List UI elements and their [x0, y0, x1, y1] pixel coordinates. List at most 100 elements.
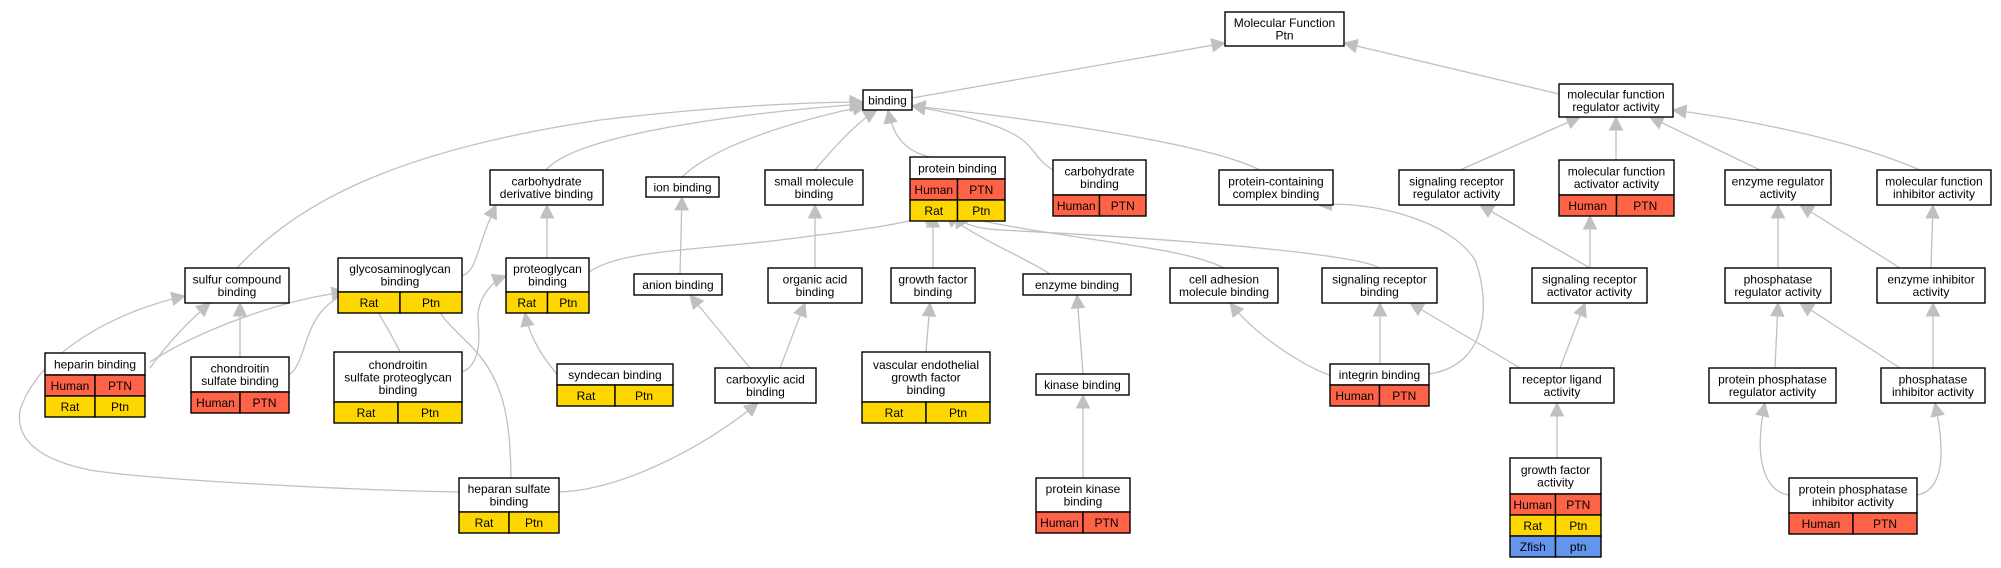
edge-syndecan-to-proteoglycan: [520, 311, 561, 379]
arrowhead-icon: [807, 203, 823, 219]
arrowhead-icon: [194, 302, 211, 318]
arrowhead-icon: [689, 294, 705, 311]
term-title-box: [861, 351, 991, 403]
term-title-box: [1321, 267, 1438, 304]
term-label: protein phosphatase: [1799, 483, 1908, 497]
gene-label: PTN: [1566, 498, 1590, 512]
term-title-box: [1169, 267, 1279, 304]
edge-proteoglycan-to-protein: [588, 210, 939, 273]
term-label: activity: [1544, 385, 1581, 399]
edge-line: [681, 105, 867, 178]
term-label: ion binding: [653, 180, 711, 194]
term-label: anion binding: [642, 278, 713, 292]
term-label: chondroitin: [211, 362, 270, 376]
arrowhead-icon: [910, 100, 927, 115]
arrowhead-icon: [1582, 214, 1598, 230]
term-label: protein-containing: [1228, 175, 1323, 189]
term-label: activity: [1913, 285, 1950, 299]
species-label: Rat: [360, 296, 379, 310]
term-node-ion[interactable]: ion binding: [645, 176, 720, 198]
term-node-binding[interactable]: binding: [862, 89, 913, 111]
edge-carbox-to-anion: [689, 294, 751, 369]
term-label: organic acid: [783, 273, 848, 287]
term-title-box: [1218, 169, 1334, 206]
term-label: sulfur compound: [193, 273, 282, 287]
species-label: Rat: [924, 204, 943, 218]
term-title-box: [184, 267, 290, 304]
edge-line: [545, 103, 864, 171]
term-label: protein binding: [918, 161, 997, 175]
term-node-enzyme[interactable]: enzyme binding: [1022, 273, 1132, 296]
term-label: integrin binding: [1339, 368, 1420, 382]
gene-cell: [1554, 535, 1602, 558]
term-label: phosphatase: [1744, 273, 1813, 287]
gene-cell: [925, 401, 991, 424]
gene-cell: [399, 291, 463, 314]
term-node-anion[interactable]: anion binding: [633, 273, 723, 296]
edge-prot_phos_inh-to-phos_inh: [1916, 401, 1945, 496]
term-label: regulator activity: [1729, 385, 1816, 399]
arrowhead-icon: [1671, 104, 1688, 119]
species-label: Rat: [61, 400, 80, 414]
arrowhead-icon: [520, 311, 535, 328]
edge-line: [887, 109, 931, 158]
term-label: carbohydrate: [1064, 165, 1134, 179]
term-title-box: [1035, 477, 1131, 513]
species-label: Rat: [885, 406, 904, 420]
arrowhead-icon: [1229, 302, 1245, 319]
gene-cell: [397, 401, 463, 424]
edge-line: [1799, 302, 1901, 369]
term-label: Molecular Function: [1234, 16, 1335, 30]
term-node-kinase[interactable]: kinase binding: [1035, 373, 1130, 396]
gene-cell: [546, 291, 590, 314]
term-label: binding: [796, 285, 835, 299]
term-label: carboxylic acid: [726, 373, 805, 387]
term-label: enzyme inhibitor: [1887, 273, 1974, 287]
species-label: Human: [1568, 199, 1607, 213]
edge-sig_rec-to-protein: [954, 213, 1380, 269]
term-title-box: [1876, 169, 1992, 206]
term-label: cell adhesion: [1189, 273, 1259, 287]
term-title-box: [1558, 159, 1675, 196]
term-label: activity: [1537, 476, 1574, 490]
